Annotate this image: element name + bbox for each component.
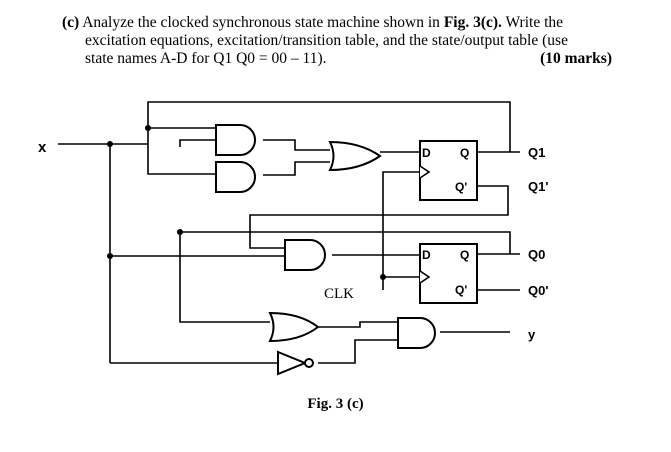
ff1-qbar-label: Q' bbox=[455, 180, 467, 194]
clk-label: CLK bbox=[324, 286, 354, 302]
or-gate-2 bbox=[268, 311, 320, 343]
and-gate-3 bbox=[284, 239, 326, 271]
wire-or2-to-and5 bbox=[318, 321, 398, 328]
ff0-q-label: Q bbox=[460, 248, 469, 262]
and-gate-2 bbox=[215, 161, 256, 193]
figure-caption: Fig. 3 (c) bbox=[307, 396, 364, 412]
junction-dot bbox=[145, 125, 151, 131]
not-bubble bbox=[304, 358, 314, 368]
junction-dot bbox=[380, 274, 386, 280]
clock-triangle-ff0 bbox=[419, 270, 431, 284]
junction-dot bbox=[107, 253, 113, 259]
input-x-label: x bbox=[38, 139, 47, 156]
wire-clk bbox=[382, 171, 420, 290]
question-line-1: (c) Analyze the clocked synchronous stat… bbox=[62, 14, 622, 32]
ff1-d-label: D bbox=[422, 146, 431, 160]
question-line1-end: Write the bbox=[505, 14, 564, 31]
ff0-d-label: D bbox=[422, 248, 431, 262]
question-intro: Analyze the clocked synchronous state ma… bbox=[82, 14, 440, 31]
not-gate bbox=[277, 350, 308, 376]
wire-q1bar-feedback bbox=[249, 185, 509, 249]
q1-output-label: Q1 bbox=[528, 145, 545, 160]
question-text: (c) Analyze the clocked synchronous stat… bbox=[62, 14, 622, 68]
y-output-label: y bbox=[528, 327, 536, 342]
wire-and2-to-or1 bbox=[263, 161, 330, 176]
ff0-qbar-label: Q' bbox=[455, 283, 467, 297]
clock-triangle-ff1 bbox=[419, 165, 431, 179]
question-part: (c) bbox=[62, 14, 80, 31]
wire-q1-feedback bbox=[147, 101, 511, 175]
and-gate-4 bbox=[397, 317, 436, 349]
flip-flop-q1 bbox=[419, 140, 478, 201]
wire-q0-to-and1 bbox=[179, 139, 216, 147]
q1bar-output-label: Q1' bbox=[528, 179, 548, 194]
figure-reference: Fig. 3(c). bbox=[443, 14, 502, 31]
and-gate-1 bbox=[215, 124, 256, 156]
junction-dot bbox=[107, 141, 113, 147]
junction-dot bbox=[177, 229, 183, 235]
marks-label: (10 marks) bbox=[540, 50, 612, 67]
flip-flop-q0 bbox=[419, 243, 478, 304]
ff1-q-label: Q bbox=[460, 146, 469, 160]
wire-and1-to-or1 bbox=[263, 139, 330, 151]
or-gate-1 bbox=[328, 140, 382, 172]
question-line-2: excitation equations, excitation/transit… bbox=[85, 32, 568, 49]
q0-output-label: Q0 bbox=[528, 247, 545, 262]
wire-not-to-and5 bbox=[318, 339, 398, 364]
q0bar-output-label: Q0' bbox=[528, 283, 548, 298]
question-line-3: state names A-D for Q1 Q0 = 00 – 11). bbox=[85, 50, 327, 67]
